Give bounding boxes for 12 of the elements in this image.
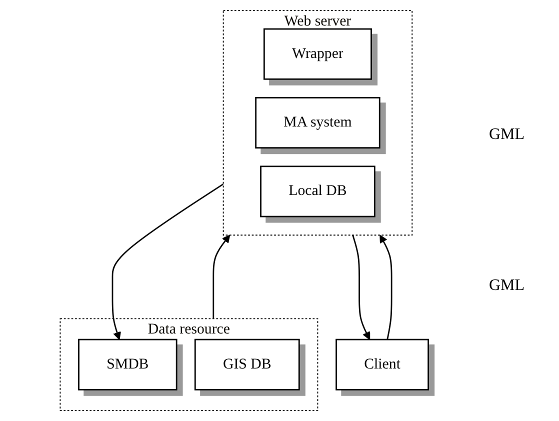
arrow bbox=[352, 234, 370, 340]
arrow bbox=[212, 234, 230, 319]
protocol-label: GML bbox=[489, 126, 526, 144]
arrow bbox=[380, 234, 393, 340]
node-box: MA system bbox=[255, 97, 381, 149]
node-box: Client bbox=[336, 338, 430, 390]
arrow bbox=[112, 183, 224, 340]
node-box: GIS DB bbox=[194, 338, 300, 390]
node-box: Wrapper bbox=[264, 28, 372, 80]
protocol-label: GML bbox=[489, 276, 526, 295]
node-box: SMDB bbox=[78, 338, 178, 390]
node-box: Local DB bbox=[260, 166, 376, 218]
